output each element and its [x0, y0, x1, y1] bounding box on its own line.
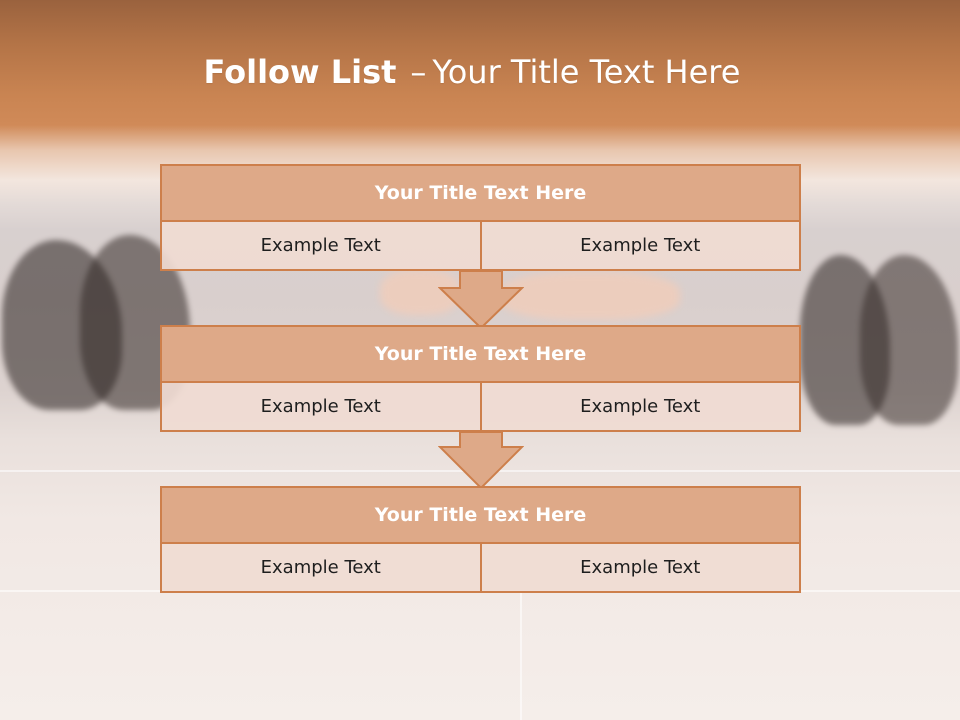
title-bold: Follow List [203, 53, 397, 91]
step-cell-right: Example Text [479, 222, 800, 269]
step-row: Example Text Example Text [160, 383, 801, 432]
step-cell-right: Example Text [479, 383, 800, 430]
step-heading: Your Title Text Here [160, 325, 801, 383]
slide-title: Follow List–Your Title Text Here [0, 53, 944, 91]
down-arrow-icon [438, 431, 524, 491]
title-separator: – [410, 53, 427, 91]
step-cell-right: Example Text [479, 544, 800, 591]
step-heading: Your Title Text Here [160, 486, 801, 544]
step-cell-left: Example Text [260, 557, 381, 578]
step-block-1: Your Title Text Here Example Text Exampl… [160, 164, 801, 271]
title-rest: Your Title Text Here [432, 53, 741, 91]
step-row: Example Text Example Text [160, 544, 801, 593]
hands-photo [500, 272, 680, 320]
step-block-2: Your Title Text Here Example Text Exampl… [160, 325, 801, 432]
step-row: Example Text Example Text [160, 222, 801, 271]
shoe-right-2 [860, 255, 958, 425]
down-arrow-icon [438, 270, 524, 330]
step-block-3: Your Title Text Here Example Text Exampl… [160, 486, 801, 593]
step-cell-left: Example Text [260, 396, 381, 417]
step-heading: Your Title Text Here [160, 164, 801, 222]
step-cell-left: Example Text [260, 235, 381, 256]
floor-tile-line [520, 590, 522, 720]
